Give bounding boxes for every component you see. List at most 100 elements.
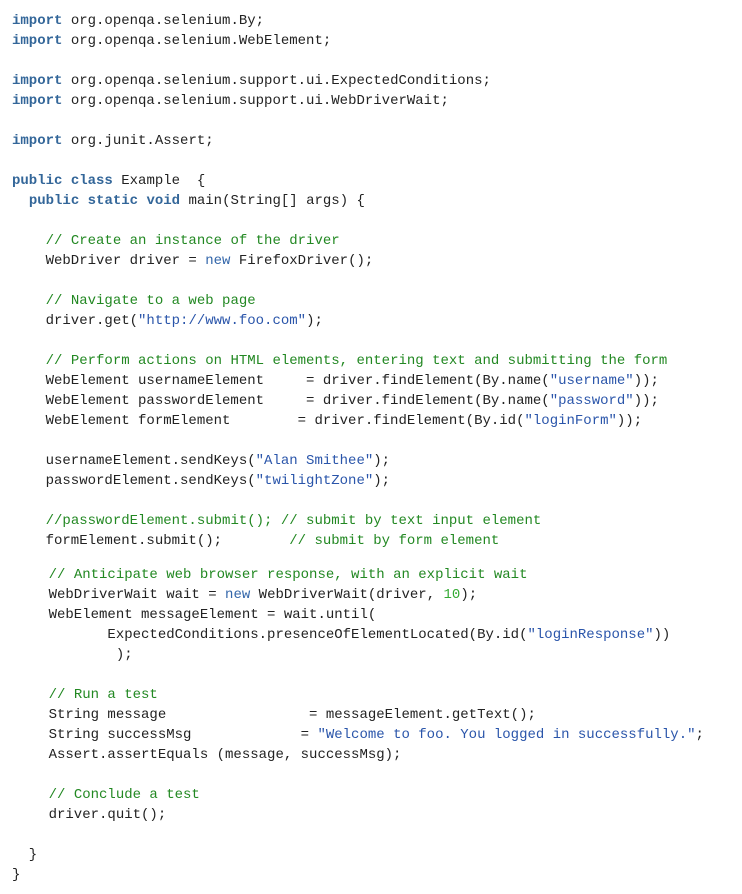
code-line: ); xyxy=(15,645,133,665)
code-line: } xyxy=(12,845,37,865)
code-text: WebElement messageElement = wait.until( xyxy=(15,607,377,623)
code-text: passwordElement.sendKeys( xyxy=(12,473,256,489)
code-line: String successMsg = "Welcome to foo. You… xyxy=(15,725,704,745)
keyword: static xyxy=(87,193,139,209)
string-literal: "http://www.foo.com" xyxy=(138,313,307,329)
code-line: ExpectedConditions.presenceOfElementLoca… xyxy=(15,625,670,645)
code-line: import org.openqa.selenium.WebElement; xyxy=(12,31,331,51)
code-line: driver.quit(); xyxy=(15,805,167,825)
code-line: // Run a test xyxy=(15,685,158,705)
keyword: public xyxy=(12,173,63,189)
code-text xyxy=(12,353,46,369)
code-text xyxy=(12,293,46,309)
code-line: // Create an instance of the driver xyxy=(12,231,340,251)
code-text: ); xyxy=(306,313,323,329)
code-line: formElement.submit(); // submit by form … xyxy=(12,531,500,551)
number-literal: 10 xyxy=(443,587,461,603)
comment: // Run a test xyxy=(48,687,158,703)
code-text xyxy=(12,513,46,529)
code-text: Assert.assertEquals (message, successMsg… xyxy=(15,747,402,763)
code-text: String successMsg = xyxy=(15,727,318,743)
code-line: // Navigate to a web page xyxy=(12,291,256,311)
keyword: class xyxy=(70,173,113,189)
code-text: FirefoxDriver(); xyxy=(230,253,374,269)
code-line: import org.junit.Assert; xyxy=(12,131,214,151)
code-text: main(String[] args) { xyxy=(180,193,365,209)
code-line: usernameElement.sendKeys("Alan Smithee")… xyxy=(12,451,390,471)
comment: // Create an instance of the driver xyxy=(45,233,340,249)
keyword: import xyxy=(12,73,63,89)
comment: // Anticipate web browser response, with… xyxy=(48,567,528,583)
code-line: WebElement messageElement = wait.until( xyxy=(15,605,377,625)
keyword: new xyxy=(225,587,251,603)
string-literal: "username" xyxy=(549,373,634,389)
code-text: driver.get( xyxy=(12,313,139,329)
code-line: WebDriverWait wait = new WebDriverWait(d… xyxy=(15,585,478,605)
code-text: WebElement usernameElement = driver.find… xyxy=(12,373,550,389)
code-text: org.openqa.selenium.By; xyxy=(62,13,265,29)
code-line: // Conclude a test xyxy=(15,785,200,805)
code-text xyxy=(15,787,49,803)
code-text: ; xyxy=(695,727,704,743)
code-text xyxy=(12,233,46,249)
keyword: import xyxy=(12,33,63,49)
code-line: public static void main(String[] args) { xyxy=(12,191,365,211)
code-line: Assert.assertEquals (message, successMsg… xyxy=(15,745,402,765)
code-text: )) xyxy=(653,627,671,643)
code-text: )); xyxy=(633,373,659,389)
code-line: passwordElement.sendKeys("twilightZone")… xyxy=(12,471,390,491)
comment: //passwordElement.submit(); // submit by… xyxy=(45,513,542,529)
comment: // Navigate to a web page xyxy=(45,293,256,309)
keyword: public xyxy=(28,193,80,209)
comment: // Conclude a test xyxy=(48,787,200,803)
code-text: usernameElement.sendKeys( xyxy=(12,453,256,469)
code-line: WebElement passwordElement = driver.find… xyxy=(12,391,659,411)
code-text xyxy=(79,193,87,209)
string-literal: "Welcome to foo. You logged in successfu… xyxy=(317,727,696,743)
code-text: String message = messageElement.getText(… xyxy=(15,707,536,723)
string-literal: "twilightZone" xyxy=(255,473,374,489)
keyword: new xyxy=(205,253,231,269)
keyword: import xyxy=(12,13,63,29)
code-text: )); xyxy=(616,413,643,429)
code-text: org.junit.Assert; xyxy=(62,133,214,149)
code-text: ); xyxy=(373,473,391,489)
code-text xyxy=(62,173,70,189)
code-line: WebElement usernameElement = driver.find… xyxy=(12,371,659,391)
code-line: import org.openqa.selenium.support.ui.Ex… xyxy=(12,71,491,91)
code-text: ExpectedConditions.presenceOfElementLoca… xyxy=(15,627,528,643)
keyword: import xyxy=(12,133,63,149)
code-line: import org.openqa.selenium.support.ui.We… xyxy=(12,91,449,111)
code-line: } xyxy=(12,865,20,885)
comment: // submit by form element xyxy=(289,533,500,549)
code-text: org.openqa.selenium.WebElement; xyxy=(62,33,332,49)
code-text: } xyxy=(12,867,21,883)
code-line: //passwordElement.submit(); // submit by… xyxy=(12,511,542,531)
code-text: } xyxy=(12,847,38,863)
code-text: )); xyxy=(633,393,659,409)
code-text: WebElement formElement = driver.findElem… xyxy=(12,413,525,429)
string-literal: "loginForm" xyxy=(524,413,617,429)
code-line: WebElement formElement = driver.findElem… xyxy=(12,411,643,431)
code-text: WebDriver driver = xyxy=(12,253,206,269)
keyword: void xyxy=(146,193,181,209)
comment: // Perform actions on HTML elements, ent… xyxy=(45,353,668,369)
code-text: Example { xyxy=(112,173,206,189)
code-line: WebDriver driver = new FirefoxDriver(); xyxy=(12,251,374,271)
code-text xyxy=(12,193,29,209)
code-line: public class Example { xyxy=(12,171,205,191)
code-text: driver.quit(); xyxy=(15,807,167,823)
code-text: org.openqa.selenium.support.ui.ExpectedC… xyxy=(62,73,491,89)
code-text: formElement.submit(); xyxy=(12,533,290,549)
keyword: import xyxy=(12,93,63,109)
code-text: ); xyxy=(373,453,391,469)
code-text xyxy=(15,567,49,583)
code-line: String message = messageElement.getText(… xyxy=(15,705,536,725)
string-literal: "Alan Smithee" xyxy=(255,453,374,469)
code-text: WebElement passwordElement = driver.find… xyxy=(12,393,550,409)
code-text: WebDriverWait wait = xyxy=(15,587,226,603)
code-text: org.openqa.selenium.support.ui.WebDriver… xyxy=(62,93,449,109)
code-text: ); xyxy=(15,647,133,663)
code-text: ); xyxy=(460,587,478,603)
code-line: // Anticipate web browser response, with… xyxy=(15,565,528,585)
